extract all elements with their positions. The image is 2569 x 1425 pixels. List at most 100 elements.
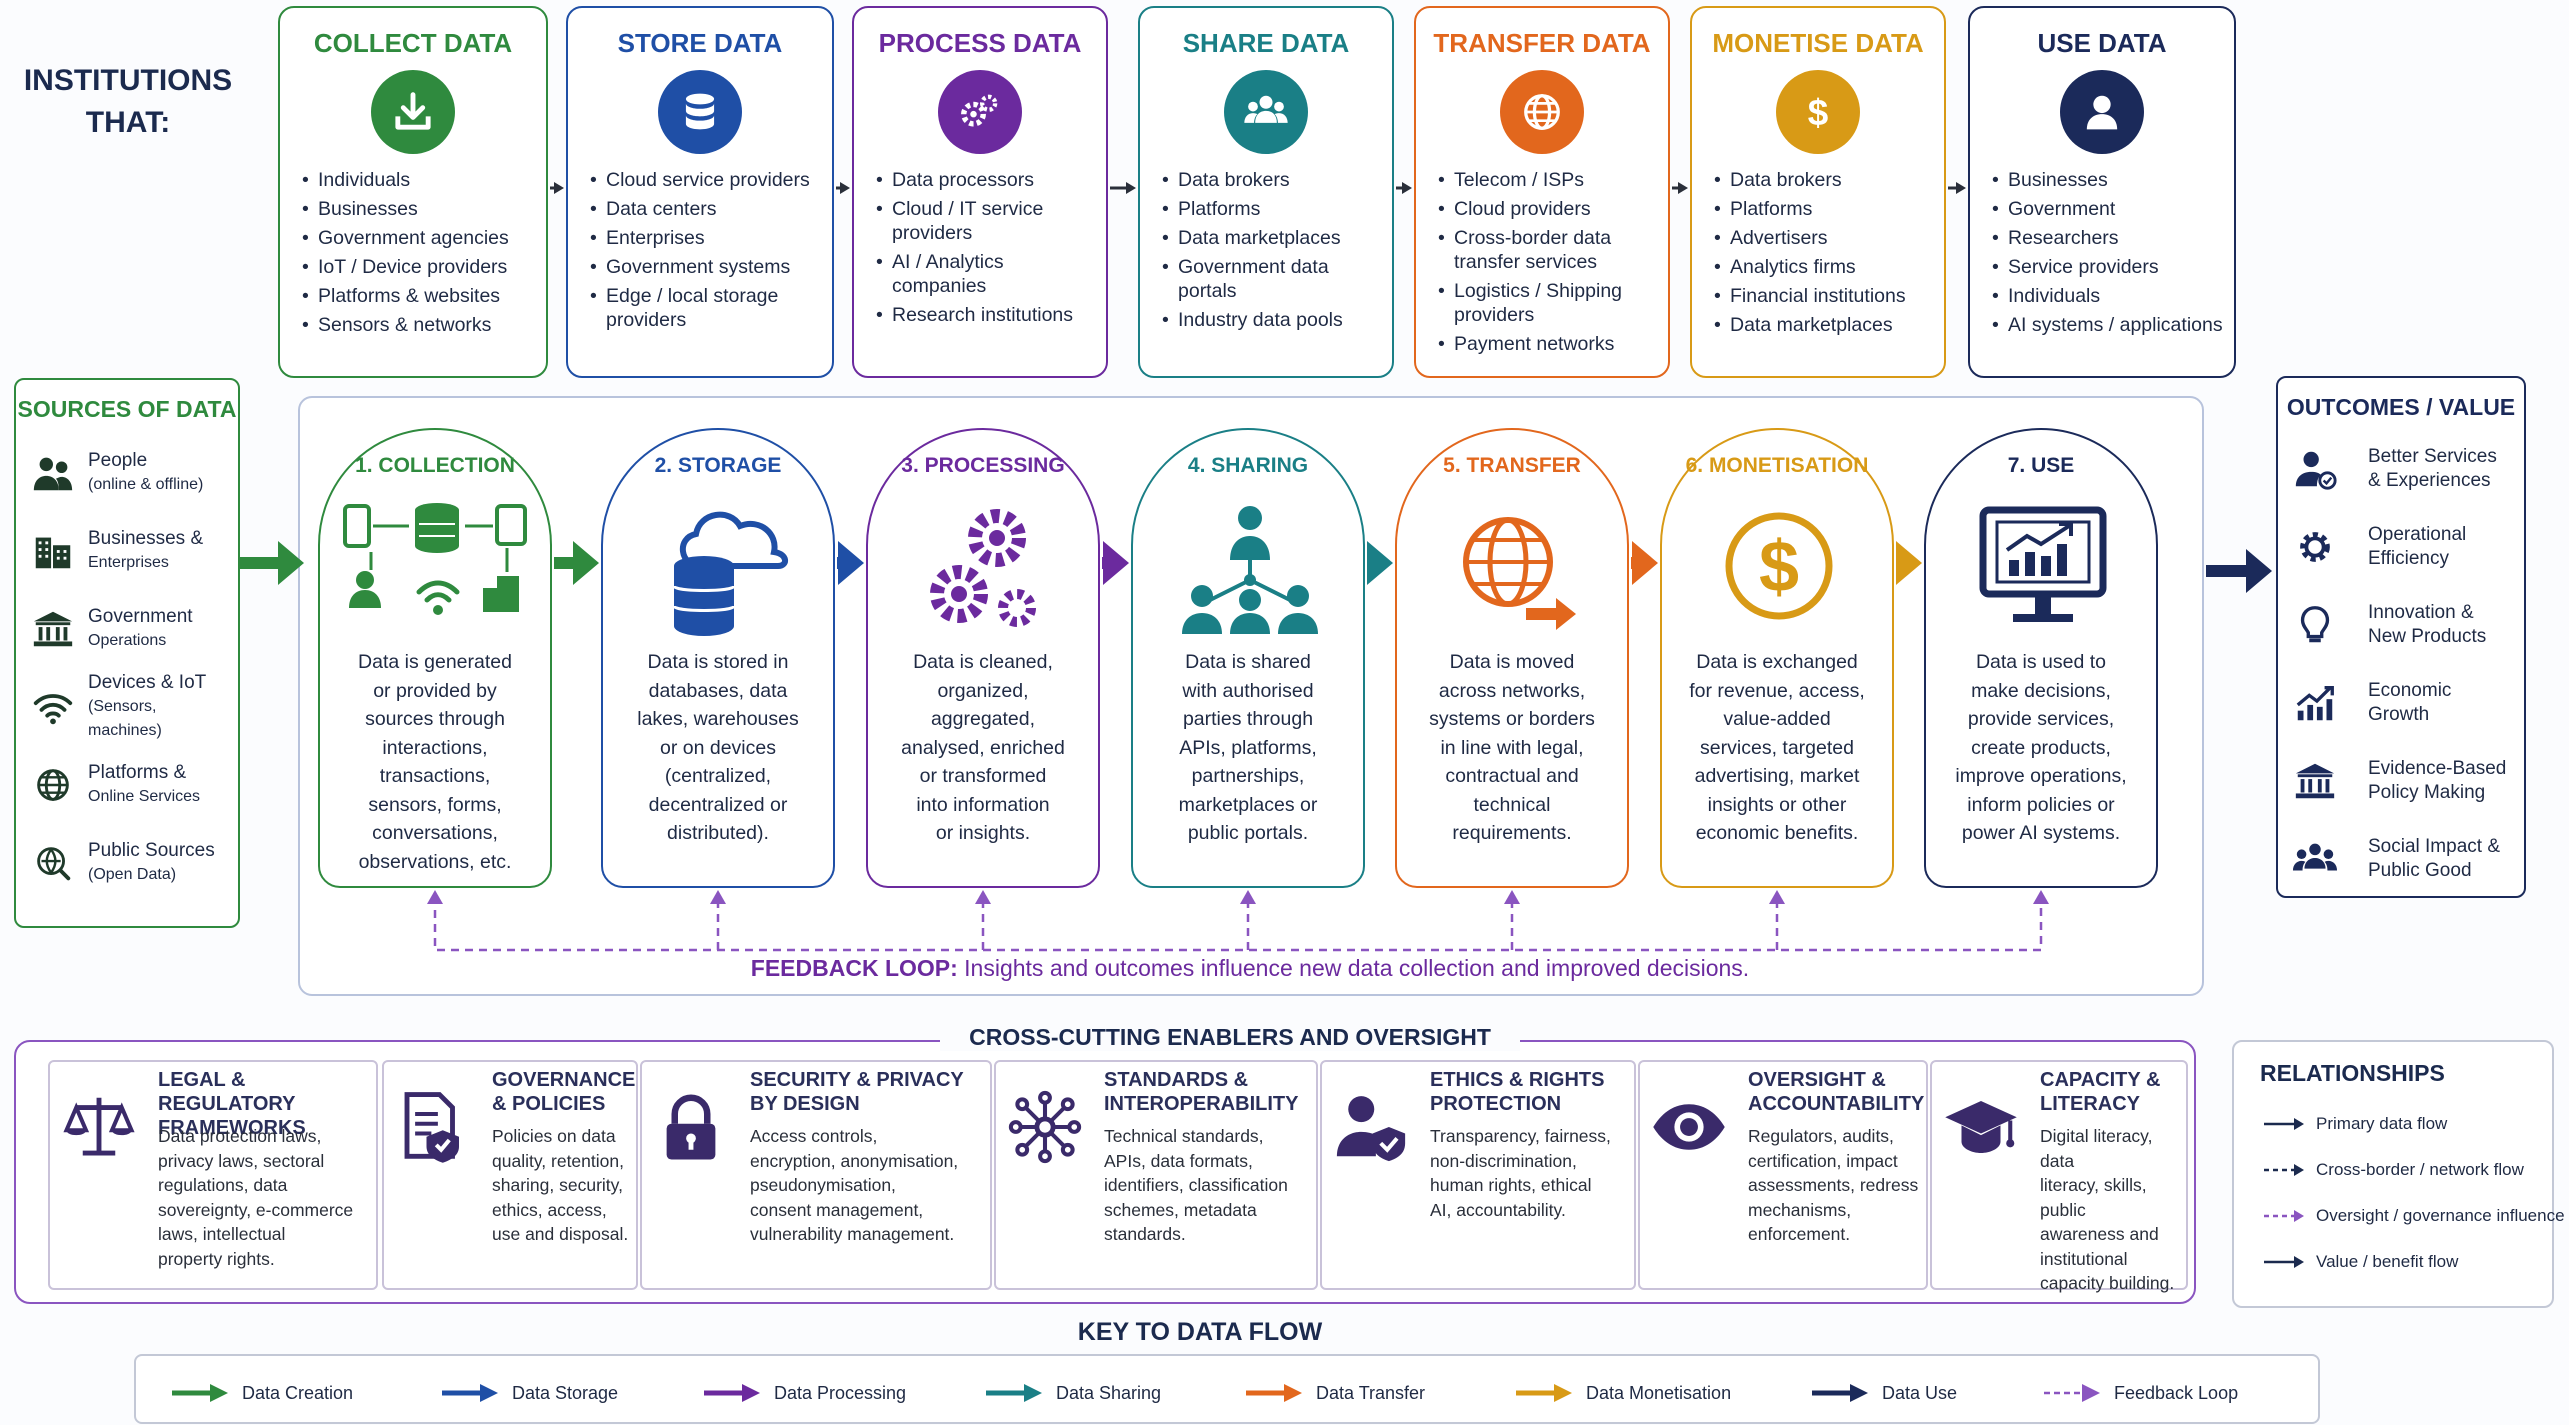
stage-flow-arrow-2 <box>837 541 864 585</box>
stage-description-line: improve operations, <box>1955 765 2127 787</box>
relationship-item: Primary data flow <box>2262 1108 2447 1140</box>
institution-card-monetise-data: MONETISE DATA$Data brokersPlatformsAdver… <box>1690 6 1946 378</box>
enabler-description-line: sovereignty, e-commerce <box>158 1199 354 1220</box>
institution-connector-head <box>1402 182 1412 194</box>
enabler-description-line: quality, retention, <box>492 1150 624 1171</box>
list-item: Government <box>1992 197 2226 221</box>
buildings-icon <box>30 528 76 574</box>
key-label: Data Transfer <box>1316 1382 1426 1403</box>
stage-title: 3. PROCESSING <box>901 454 1065 477</box>
key-panel <box>134 1354 2320 1424</box>
institution-card-store-data: STORE DATACloud service providersData ce… <box>566 6 834 378</box>
people-icon <box>30 450 76 496</box>
list-item: Government data portals <box>1162 255 1384 303</box>
stage-description-line: analysed, enriched <box>901 736 1065 759</box>
stage-description-line: decentralized or <box>648 793 788 816</box>
stage-description-line: conversations, <box>372 822 498 844</box>
key-arrow-icon <box>1516 1384 1572 1402</box>
enabler-description-line: human rights, ethical <box>1430 1175 1592 1195</box>
list-item: Businesses <box>302 197 538 221</box>
stage-description-line: into information <box>916 793 1050 816</box>
list-item: Platforms <box>1162 197 1384 221</box>
enabler-description-line: property rights. <box>158 1248 275 1269</box>
stage-description-line: interactions, <box>382 736 488 759</box>
stage-description-line: requirements. <box>1452 822 1572 844</box>
stage-title: 7. USE <box>2007 454 2075 477</box>
institution-connector-head <box>1126 182 1136 194</box>
enabler-description-line: awareness and <box>2040 1224 2159 1244</box>
source-label-group: Businesses &Enterprises <box>88 527 203 575</box>
key-arrow-icon <box>442 1384 498 1402</box>
enabler-description-line: use and disposal. <box>492 1224 629 1244</box>
enabler-title-line: INTEROPERABILITY <box>1104 1093 1299 1115</box>
key-arrow-icon <box>704 1384 760 1402</box>
feedback-arrowhead <box>710 890 726 904</box>
key-item: Data Monetisation <box>1514 1378 1731 1408</box>
key-item: Data Processing <box>702 1378 906 1408</box>
institution-list: Data brokersPlatformsData marketplacesGo… <box>1162 168 1384 337</box>
stage-description-line: value-added <box>1723 708 1831 730</box>
source-label: Devices & IoT <box>88 672 207 693</box>
feedback-arrowhead <box>975 890 991 904</box>
list-item: Service providers <box>1992 255 2226 279</box>
stage-description-line: or insights. <box>935 822 1031 844</box>
enabler-title-line: STANDARDS & <box>1104 1069 1249 1091</box>
enabler-description-line: Regulators, audits, <box>1748 1126 1894 1146</box>
svg-text:$: $ <box>1808 92 1828 133</box>
globe-icon <box>30 762 76 808</box>
enabler-title-line: GOVERNANCE <box>492 1069 636 1091</box>
list-item: Platforms <box>1714 197 1936 221</box>
source-sub: (online & offline) <box>88 476 204 493</box>
enabler-description-line: laws, intellectual <box>158 1224 286 1244</box>
key-label: Data Creation <box>242 1382 354 1403</box>
institution-icon <box>2292 758 2338 804</box>
key-label: Data Use <box>1882 1382 1958 1403</box>
globe-icon <box>1500 70 1584 154</box>
enabler-description-line: Transparency, fairness, <box>1430 1126 1611 1146</box>
enabler-description-line: schemes, metadata <box>1104 1199 1257 1220</box>
stage-1-icon <box>337 496 537 646</box>
enabler-description: Data protection laws, privacy laws, secto… <box>158 1124 372 1271</box>
enabler-title: OVERSIGHT &ACCOUNTABILITY <box>1748 1068 1924 1116</box>
dollar-icon: $ <box>1776 70 1860 154</box>
source-label-group: People(online & offline) <box>88 449 203 497</box>
list-item: Telecom / ISPs <box>1438 168 1660 192</box>
stage-description-line: Data is cleaned, <box>913 651 1053 673</box>
list-item: Cross-border data transfer services <box>1438 226 1660 274</box>
eye-icon <box>1650 1088 1728 1166</box>
enabler-description-line: identifiers, classification <box>1104 1175 1288 1195</box>
stage-description-line: partnerships, <box>1191 765 1305 787</box>
relationship-item: Oversight / governance influence <box>2262 1200 2565 1232</box>
stage-title: 4. SHARING <box>1187 454 1309 477</box>
institution-title: SHARE DATA <box>1182 28 1350 58</box>
enabler-description-line: Data protection laws, <box>158 1126 322 1146</box>
outcomes-title: OUTCOMES / VALUE <box>2286 394 2516 420</box>
enabler-description-line: privacy laws, sectoral <box>158 1150 325 1171</box>
database-icon <box>658 70 742 154</box>
relationship-arrow-icon <box>2264 1256 2304 1268</box>
list-item: Data brokers <box>1162 168 1384 192</box>
source-label: Government <box>88 606 193 627</box>
enabler-title-line: FRAMEWORKS <box>158 1117 306 1139</box>
source-item: Devices & IoT(Sensors, machines) <box>30 672 230 742</box>
enabler-description-line: institutional <box>2040 1248 2128 1269</box>
key-arrow-icon <box>1246 1384 1302 1402</box>
enabler-description-line: ethics, access, <box>492 1199 607 1220</box>
enabler-title-line: PROTECTION <box>1430 1093 1562 1115</box>
enabler-title-line: & POLICIES <box>492 1093 606 1115</box>
relationships-panel: RELATIONSHIPS <box>2232 1040 2554 1308</box>
feedback-loop-line <box>433 896 2043 952</box>
outcome-flow-arrow <box>2206 549 2272 593</box>
enabler-title-line: OVERSIGHT & <box>1748 1069 1886 1091</box>
institution-card-use-data: USE DATABusinessesGovernmentResearchersS… <box>1968 6 2236 378</box>
institution-title: PROCESS DATA <box>878 28 1082 58</box>
key-item: Data Storage <box>440 1378 618 1408</box>
list-item: Enterprises <box>590 226 824 250</box>
stage-flow-arrow-3 <box>1102 541 1129 585</box>
